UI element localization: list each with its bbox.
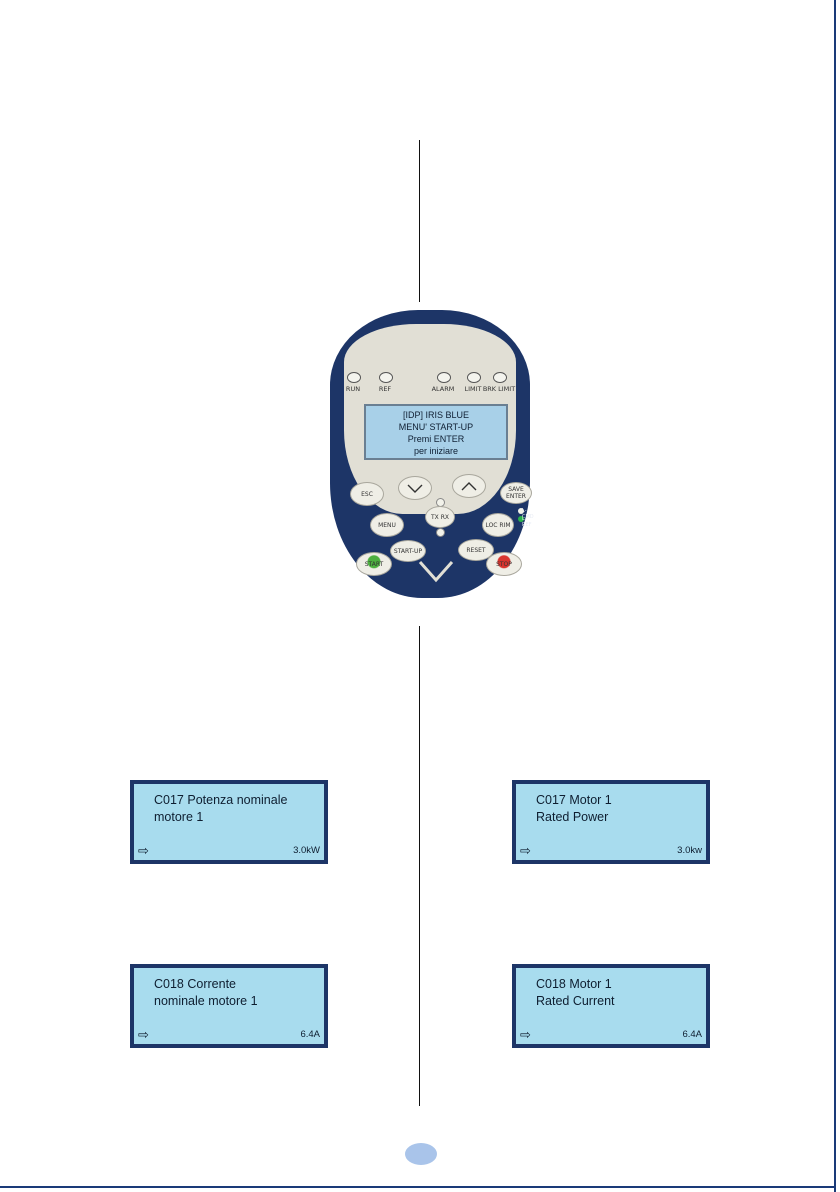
lcd-screen: C017 Potenza nominale motore 1 ⇨ 3.0kW — [134, 784, 324, 860]
loc-rem-button[interactable]: LOC RIM — [482, 513, 514, 537]
lcd-line-2: motore 1 — [154, 810, 204, 824]
led-brk-limit-icon — [493, 372, 507, 383]
led-alarm-icon — [437, 372, 451, 383]
lcd-line-1: C017 Motor 1 — [536, 793, 612, 807]
led-label-run: RUN — [345, 385, 361, 393]
led-label-alarm: ALARM — [431, 385, 455, 393]
rx-led-icon — [436, 528, 445, 537]
lcd-value: 6.4A — [682, 1029, 702, 1040]
lcd-panel-c018-it: C018 Corrente nominale motore 1 ⇨ 6.4A — [130, 964, 328, 1048]
lcd-line-1: C018 Motor 1 — [536, 977, 612, 991]
side-label-l-cmd: L-CMD — [522, 508, 534, 520]
arrow-right-icon: ⇨ — [520, 1027, 531, 1042]
side-label-l-ref: L-REF — [522, 516, 532, 528]
lcd-screen: C017 Motor 1 Rated Power ⇨ 3.0kw — [516, 784, 706, 860]
lcd-value: 3.0kW — [293, 845, 320, 856]
lcd-value: 6.4A — [300, 1029, 320, 1040]
led-label-limit: LIMIT — [464, 385, 482, 393]
operator-keypad: RUN REF ALARM LIMIT BRK LIMIT [IDP] IRIS… — [330, 310, 534, 598]
lcd-panel-c017-it: C017 Potenza nominale motore 1 ⇨ 3.0kW — [130, 780, 328, 864]
l-cmd-led-icon — [518, 508, 524, 514]
arrow-right-icon: ⇨ — [138, 843, 149, 858]
led-label-ref: REF — [378, 385, 392, 393]
display-line-2: MENU' START-UP — [398, 422, 474, 432]
chevron-down-icon — [407, 484, 423, 493]
keypad-display: [IDP] IRIS BLUE MENU' START-UP Premi ENT… — [364, 404, 508, 460]
save-enter-button[interactable]: SAVE ENTER — [500, 482, 532, 504]
display-line-3: Premi ENTER — [407, 434, 465, 444]
lcd-panel-c018-en: C018 Motor 1 Rated Current ⇨ 6.4A — [512, 964, 710, 1048]
lcd-line-1: C018 Corrente — [154, 977, 236, 991]
lcd-line-1: C017 Potenza nominale — [154, 793, 288, 807]
divider-top — [419, 140, 420, 302]
up-arrow-button[interactable] — [452, 474, 486, 498]
down-arrow-button[interactable] — [398, 476, 432, 500]
lcd-line-2: Rated Power — [536, 810, 609, 824]
start-up-button[interactable]: START-UP — [390, 540, 426, 562]
display-line-4: per iniziare — [413, 446, 459, 456]
led-limit-icon — [467, 372, 481, 383]
led-label-brk-limit: BRK LIMIT — [482, 385, 516, 393]
keypad-logo-icon — [418, 561, 454, 583]
menu-button[interactable]: MENU — [370, 513, 404, 537]
esc-button[interactable]: ESC — [350, 482, 384, 506]
lcd-line-2: nominale motore 1 — [154, 994, 258, 1008]
led-run-icon — [347, 372, 361, 383]
reset-button[interactable]: RESET — [458, 539, 494, 561]
lcd-value: 3.0kw — [677, 845, 702, 856]
start-button[interactable]: START — [356, 552, 392, 576]
page-number-badge — [405, 1143, 437, 1165]
divider-bottom — [419, 626, 420, 1106]
page-edge-right — [834, 0, 836, 1192]
chevron-up-icon — [461, 481, 477, 490]
arrow-right-icon: ⇨ — [138, 1027, 149, 1042]
stop-button[interactable]: STOP — [486, 552, 522, 576]
lcd-screen: C018 Motor 1 Rated Current ⇨ 6.4A — [516, 968, 706, 1044]
l-ref-led-icon — [518, 516, 524, 522]
tx-rx-button[interactable]: TX RX — [425, 506, 455, 528]
arrow-right-icon: ⇨ — [520, 843, 531, 858]
display-line-1: [IDP] IRIS BLUE — [402, 410, 470, 420]
lcd-screen: C018 Corrente nominale motore 1 ⇨ 6.4A — [134, 968, 324, 1044]
lcd-panel-c017-en: C017 Motor 1 Rated Power ⇨ 3.0kw — [512, 780, 710, 864]
lcd-line-2: Rated Current — [536, 994, 615, 1008]
page-edge-bottom — [0, 1186, 834, 1188]
led-ref-icon — [379, 372, 393, 383]
